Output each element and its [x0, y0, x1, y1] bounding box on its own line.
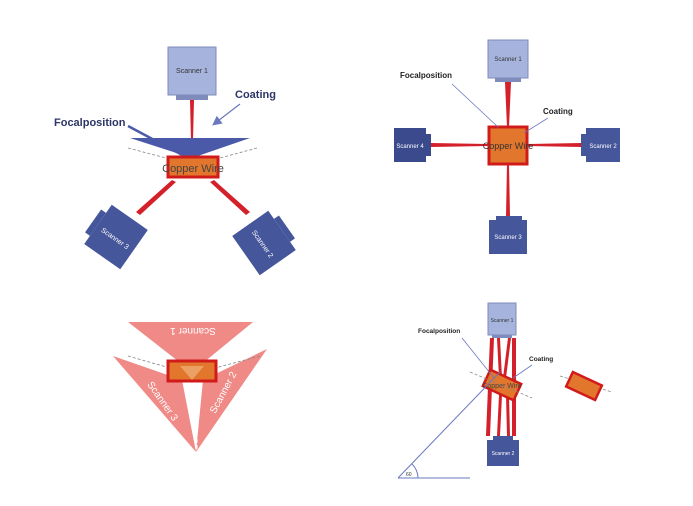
- panel-top-left: Scanner 1 Focalposition Coating Copper W…: [54, 46, 296, 276]
- scanner-1-label-3: Scanner 1: [170, 325, 216, 336]
- focal-pointer: [127, 124, 189, 160]
- scanner-2-block-2: Scanner 2: [581, 128, 620, 162]
- focalposition-label-4: Focalposition: [418, 328, 460, 335]
- scanner-2-label-2: Scanner 2: [589, 144, 617, 150]
- coating-label-4: Coating: [529, 356, 553, 363]
- scanner-3-label-2: Scanner 3: [494, 235, 522, 241]
- scanner-1-triangle: [128, 322, 253, 372]
- panel-bottom-left: Scanner 1 Scanner 3 Scanner 2: [113, 322, 267, 452]
- copper-wire-label-2: Copper Wire: [483, 141, 534, 151]
- copper-wire-4b: [564, 370, 604, 402]
- scanner-1-block-4: Scanner 1: [487, 302, 517, 338]
- copper-wire: [166, 155, 220, 179]
- scanner-4-label: Scanner 4: [396, 144, 424, 150]
- scanner-1-label-4: Scanner 1: [491, 318, 514, 324]
- panel-top-right: Scanner 1 Scanner 4 Scanner 2 Copper Wir…: [394, 39, 620, 254]
- panel-bottom-right: Scanner 1 Scanner 2 Copper Wire 60: [397, 302, 613, 479]
- coating-label: Coating: [235, 89, 276, 101]
- beam-3: [136, 180, 176, 215]
- angle-line: [397, 371, 501, 479]
- scanner-1-label: Scanner 1: [176, 68, 208, 75]
- scanner-3-block-2: Scanner 3: [489, 216, 527, 254]
- focalposition-label: Focalposition: [54, 117, 126, 129]
- scanner-2-block-4: Scanner 2: [487, 436, 519, 466]
- focalposition-label-2: Focalposition: [400, 71, 452, 80]
- angle-label: 60: [406, 472, 412, 478]
- scanner-2-label-4: Scanner 2: [492, 451, 515, 457]
- scanner-3-block: Scanner 3: [84, 204, 148, 270]
- beam-2: [210, 180, 250, 215]
- scanner-1-block-2: Scanner 1: [487, 39, 529, 82]
- coating-label-2: Coating: [543, 107, 573, 116]
- copper-wire-label: Copper Wire: [162, 163, 224, 175]
- scanner-1-label-2: Scanner 1: [494, 57, 522, 63]
- scanner-1-block: Scanner 1: [167, 46, 217, 100]
- scanner-4-block: Scanner 4: [394, 128, 431, 162]
- copper-wire-label-4: Copper Wire: [482, 383, 521, 390]
- scanner-2-block: Scanner 2: [232, 210, 296, 276]
- copper-wire-2: [487, 125, 529, 166]
- scanner-2-triangle: [196, 349, 267, 452]
- beam-1: [190, 100, 194, 140]
